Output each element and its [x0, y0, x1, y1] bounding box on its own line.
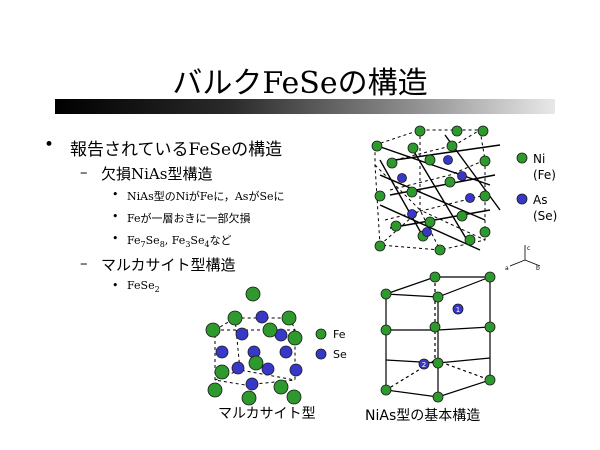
legend-as-se-label: (Se) — [533, 209, 557, 223]
legend-ni-swatch — [516, 152, 528, 164]
legend-se-label: Se — [333, 348, 347, 361]
nias-as-atoms — [418, 303, 464, 370]
legend-fe-label: Fe — [333, 328, 346, 341]
marcasite-se-atoms — [215, 310, 303, 391]
marcasite-fe-atoms — [205, 286, 303, 406]
slide-title: バルクFeSeの構造 — [172, 66, 428, 101]
legend-se-swatch — [315, 348, 327, 360]
caption-marcasite: マルカサイト型 — [218, 406, 316, 422]
legend-fe-swatch — [315, 328, 327, 340]
axis-a-label: a — [505, 265, 509, 272]
title-underline-bar — [55, 99, 555, 114]
axis-c-label: c — [527, 245, 530, 252]
legend-as-swatch — [516, 193, 528, 205]
legend-as-label: As — [533, 193, 547, 207]
legend-ni-label: Ni — [533, 152, 545, 166]
caption-nias-basic: NiAs型の基本構造 — [365, 407, 480, 424]
nias-ni-atoms — [380, 271, 496, 403]
site-label-1: 1 — [456, 306, 460, 314]
defect-nias-ni-atoms — [371, 125, 491, 256]
defect-nias-as-atoms — [397, 155, 475, 237]
axis-b-label: b — [536, 265, 540, 272]
axis-indicator — [509, 245, 541, 267]
site-label-2: 2 — [422, 361, 426, 369]
legend-ni-fe-label: (Fe) — [533, 168, 556, 182]
